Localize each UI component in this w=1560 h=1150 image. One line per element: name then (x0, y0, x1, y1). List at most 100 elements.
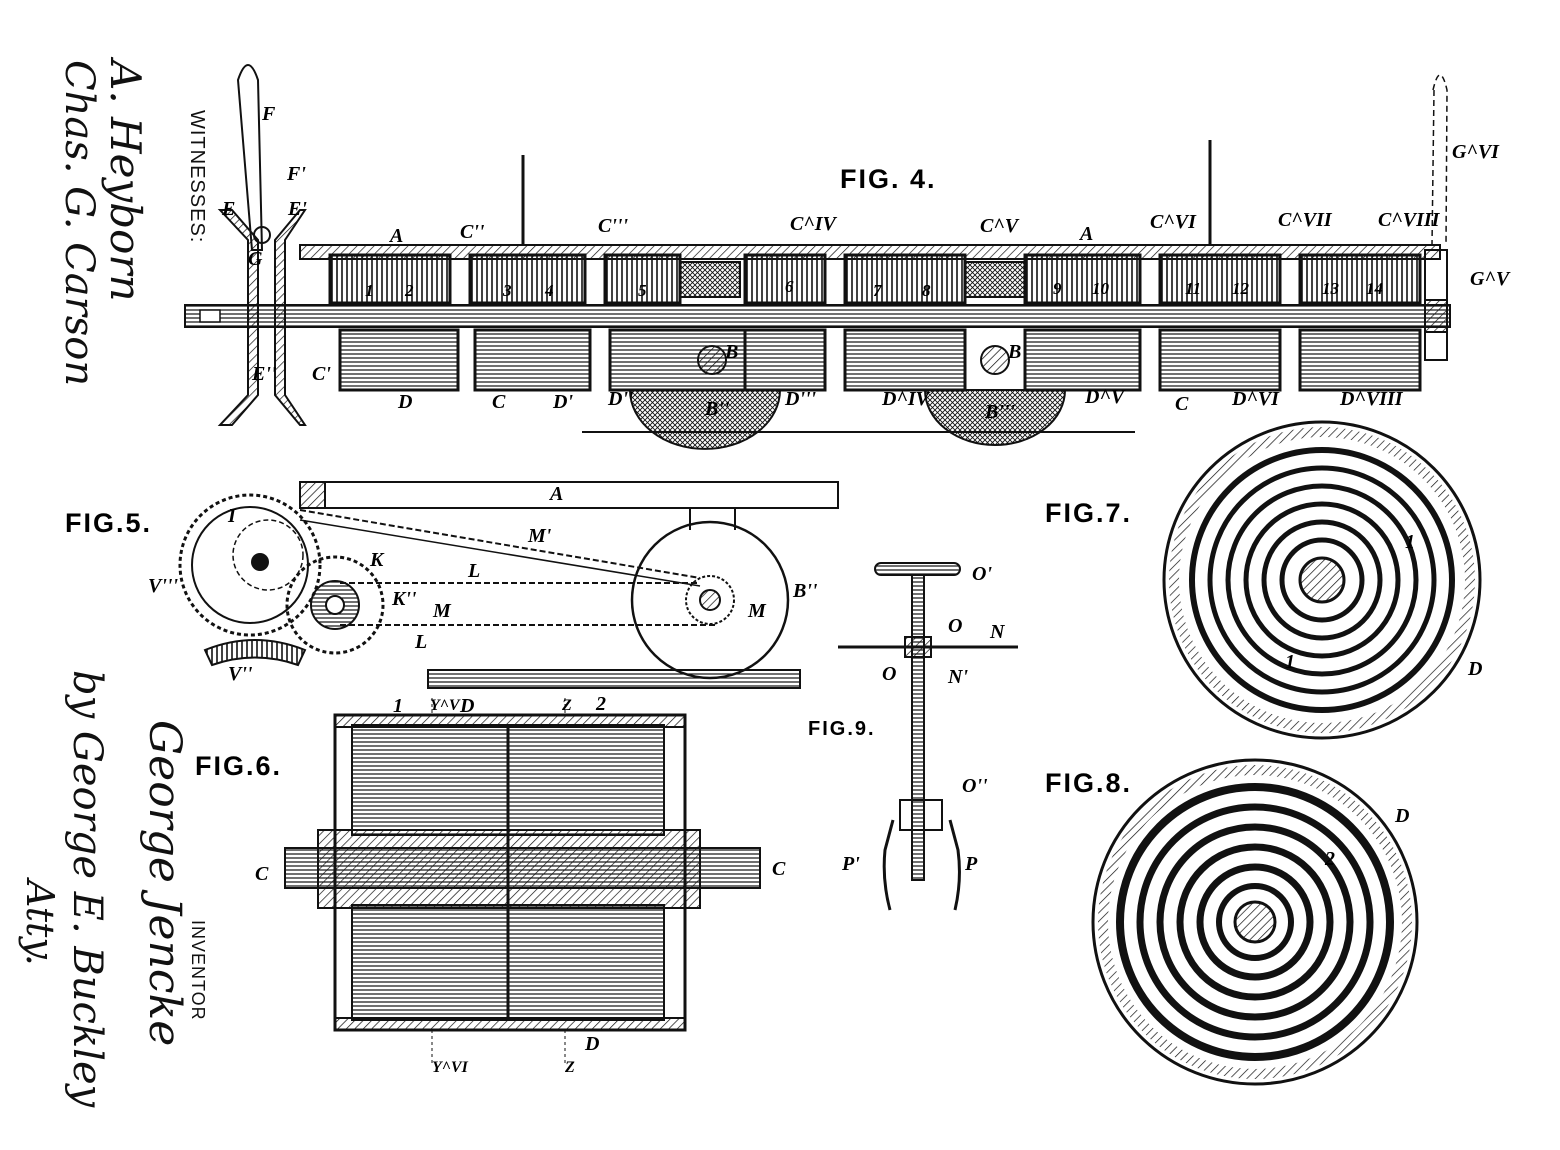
witness-signature-2: Chas. G. Carson (56, 60, 102, 387)
fig5-label: L (467, 560, 480, 582)
fig4-label: C^VII (1278, 209, 1333, 231)
attorney-role: Atty. (18, 880, 62, 966)
coil-number: 6 (785, 277, 794, 296)
fig5-label: B'' (792, 580, 818, 602)
fig4-label: E' (287, 198, 307, 220)
fig9-label: P' (841, 853, 860, 875)
fig4-labels: F F' E E' E'' G C' C'' C''' C^IV C^V C^V… (221, 103, 1511, 423)
fig5-label: V''' (148, 575, 178, 597)
fig4-label: C''' (598, 215, 628, 237)
inventor-signature: George Jencke (139, 720, 190, 1047)
coil-number: 13 (1322, 279, 1340, 298)
fig5-label: M' (527, 525, 552, 547)
fig5-label: V'' (228, 663, 253, 685)
fig7-title: FIG.7. (1045, 498, 1132, 528)
fig4-label: A (388, 225, 403, 247)
fig4-label: C' (312, 363, 331, 385)
fig6-title: FIG.6. (195, 751, 282, 781)
fig4-label: D' (552, 391, 573, 413)
fig4-label: D^VI (1231, 388, 1280, 410)
fig4-label: E (221, 198, 235, 220)
fig4-coil-numbers: 1 2 3 4 5 6 7 8 9 10 11 12 13 14 (365, 277, 1383, 300)
fig6-label: Z (564, 1059, 575, 1076)
fig4-label: B'' (704, 398, 730, 420)
fig8-label: 2 (1324, 848, 1335, 870)
coil-number: 9 (1053, 279, 1062, 298)
fig9-label: O (882, 663, 896, 685)
fig6-label: C (772, 858, 786, 880)
fig4-label: A (1078, 223, 1093, 245)
fig5-labels: A I M' K L K'' M M B'' L V''' V'' (148, 483, 818, 685)
fig4-label: G^V (1470, 268, 1511, 290)
fig5-label: K'' (391, 588, 417, 610)
fig4-label: D'' (607, 388, 634, 410)
fig9-label: N' (947, 666, 968, 688)
fig4-label: F (261, 103, 276, 125)
fig4-label: C^V (980, 215, 1020, 237)
coil-number: 1 (365, 281, 374, 300)
attorney-signature: by George E. Buckley (64, 670, 110, 1108)
fig6-label: 2 (595, 693, 606, 715)
fig4-label: B (1007, 341, 1021, 363)
coil-number: 5 (638, 281, 647, 300)
fig9-label: O (948, 615, 962, 637)
fig6-label: Z (561, 697, 572, 714)
coil-number: 2 (404, 281, 414, 300)
fig5-label: M (432, 600, 452, 622)
fig9-label: O'' (962, 775, 988, 797)
fig4-label: G^VI (1452, 141, 1500, 163)
fig4-label: C'' (460, 221, 485, 243)
fig4-label: D''' (784, 388, 817, 410)
fig7-label: 1 (1285, 651, 1295, 673)
fig6-label: Y^V (430, 697, 461, 714)
fig5-label: A (548, 483, 563, 505)
fig4-title: FIG. 4. (840, 164, 937, 194)
fig6-label: 1 (393, 695, 403, 717)
fig5-label: M (747, 600, 767, 622)
fig9-label: P (964, 853, 978, 875)
fig9-label: N (989, 621, 1006, 643)
fig8-coil-end-view (1091, 758, 1419, 1086)
coil-number: 10 (1092, 279, 1110, 298)
fig6-label: C (255, 863, 269, 885)
fig4-label: E'' (251, 363, 277, 385)
inventor-heading: INVENTOR (188, 920, 208, 1021)
coil-number: 4 (544, 281, 554, 300)
fig6-label: D (459, 695, 474, 717)
fig6-label: Y^VI (432, 1059, 469, 1076)
fig7-coil-end-view (1162, 420, 1482, 740)
fig4-label: D (397, 391, 412, 413)
fig9-labels: O' O N O N' O'' P' P (841, 563, 1006, 875)
coil-number: 7 (873, 281, 883, 300)
coil-number: 12 (1232, 279, 1250, 298)
fig6-labels: 1 Y^V D Z 2 C C D Y^VI Z (255, 693, 786, 1076)
fig4-label: D^V (1084, 386, 1126, 408)
fig5-gear-train (178, 481, 839, 689)
fig5-label: I (227, 505, 237, 527)
fig7-label: D (1467, 658, 1482, 680)
figure-titles: FIG. 4. FIG.5. FIG.6. FIG.7. FIG.8. FIG.… (65, 164, 1132, 798)
fig8-label: D (1394, 805, 1409, 827)
coil-number: 14 (1366, 279, 1383, 298)
fig4-label: C (492, 391, 506, 413)
fig4-label: G (248, 248, 263, 270)
witnesses-heading: WITNESSES: (186, 110, 208, 244)
fig7-labels: 1 1 D (1285, 531, 1482, 680)
fig4-label: C (1175, 393, 1189, 415)
witness-signature-1: A. Heyborn (101, 60, 150, 302)
fig5-label: L (414, 631, 427, 653)
fig4-label: D^VIII (1339, 388, 1404, 410)
fig4-label: B (724, 341, 738, 363)
fig8-title: FIG.8. (1045, 768, 1132, 798)
fig6-label: D (584, 1033, 599, 1055)
fig7-label: 1 (1405, 531, 1415, 553)
fig9-label: O' (972, 563, 992, 585)
coil-number: 3 (502, 281, 512, 300)
fig5-label: K (369, 549, 385, 571)
fig4-label: C^VIII (1378, 209, 1441, 231)
fig9-title: FIG.9. (808, 718, 876, 740)
fig8-labels: 2 D (1324, 805, 1409, 870)
fig9-adjusting-device (838, 562, 1018, 911)
fig4-label: C^IV (790, 213, 838, 235)
